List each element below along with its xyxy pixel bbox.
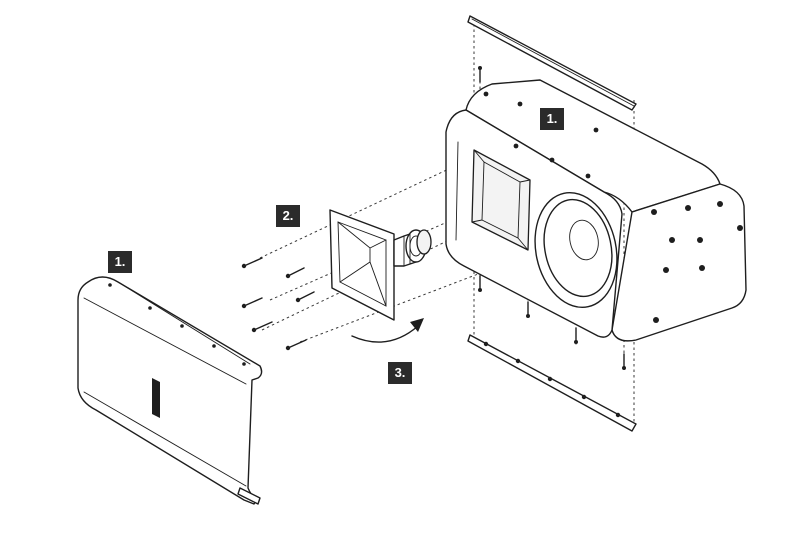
horn-screw-5 [251, 321, 273, 333]
horn-screw-6 [285, 339, 307, 351]
step-badge-cabinet: 1. [540, 108, 564, 130]
horn-screw-1 [241, 257, 263, 269]
screw-bottom-4 [622, 353, 626, 370]
screw-bottom-3 [574, 327, 578, 344]
top-mounting-rail [467, 15, 637, 111]
screw-bottom-1 [478, 275, 482, 292]
horn-screws [241, 257, 315, 351]
horn-screw-3 [241, 297, 263, 309]
horn-screw-2 [285, 267, 305, 279]
screw-top-1 [478, 66, 482, 83]
front-grille [77, 276, 263, 505]
step-badge-rotate: 3. [388, 362, 412, 384]
horn-screw-4 [295, 291, 315, 303]
horn-assembly [329, 209, 432, 321]
logo-mark-icon [152, 378, 160, 418]
step-badge-horn: 2. [276, 205, 300, 227]
screw-bottom-2 [526, 301, 530, 318]
rotation-arrow-icon [351, 318, 424, 343]
step-badge-grille: 1. [108, 251, 132, 273]
bottom-mounting-rail [467, 334, 637, 432]
speaker-cabinet [445, 79, 747, 342]
